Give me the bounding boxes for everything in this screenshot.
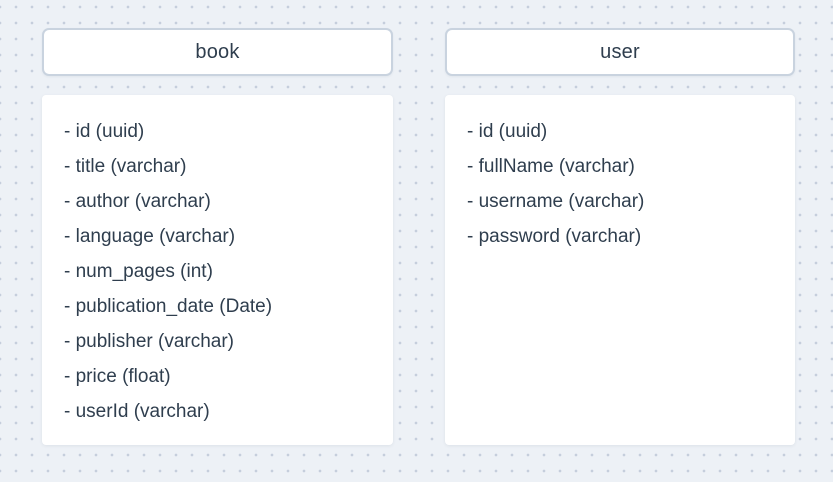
book-field-num-pages: - num_pages (int): [64, 261, 213, 282]
entity-user-fields-card[interactable]: - id (uuid) - fullName (varchar) - usern…: [445, 95, 795, 445]
entity-user-title: user: [600, 40, 640, 63]
book-field-language: - language (varchar): [64, 226, 236, 247]
user-field-password: - password (varchar): [467, 226, 642, 247]
book-field-publication-date: - publication_date (Date): [64, 296, 273, 317]
entity-book-header[interactable]: book: [42, 28, 393, 76]
book-field-price: - price (float): [64, 366, 171, 387]
entity-book-fields-card[interactable]: - id (uuid) - title (varchar) - author (…: [42, 95, 393, 445]
entity-user: user - id (uuid) - fullName (varchar) - …: [445, 28, 795, 445]
book-field-id: - id (uuid): [64, 121, 145, 142]
user-field-id: - id (uuid): [467, 121, 548, 142]
entity-book: book - id (uuid) - title (varchar) - aut…: [42, 28, 393, 445]
user-field-username: - username (varchar): [467, 191, 645, 212]
book-field-publisher: - publisher (varchar): [64, 331, 234, 352]
book-field-userid: - userId (varchar): [64, 401, 210, 422]
user-field-fullname: - fullName (varchar): [467, 156, 635, 177]
entity-user-header[interactable]: user: [445, 28, 795, 76]
book-field-author: - author (varchar): [64, 191, 211, 212]
book-field-title: - title (varchar): [64, 156, 187, 177]
entity-book-title: book: [195, 40, 240, 63]
